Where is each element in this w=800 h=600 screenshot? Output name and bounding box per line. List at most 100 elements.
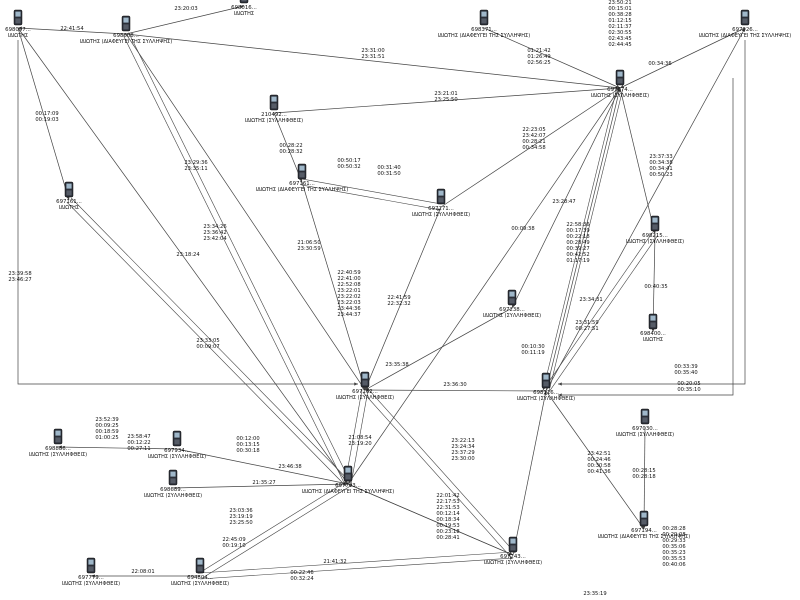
phone-node[interactable]: 697703...ΙΔΙΩΤΗΣ (ΔΙΑΦΕΥΓΕΙ ΤΗΣ ΣΥΛΛΗΨΗΣ… — [302, 465, 394, 495]
node-caption: ΙΔΙΩΤΗΣ — [643, 337, 663, 343]
node-number: 697703... — [335, 483, 361, 489]
node-number: 698689... — [160, 487, 186, 493]
mobile-phone-icon — [121, 15, 131, 32]
phone-node[interactable]: 697161...ΙΔΙΩΤΗΣ (ΔΙΑΦΕΥΓΕΙ ΤΗΣ ΣΥΛΛΗΨΗΣ… — [256, 163, 348, 193]
call-edge — [364, 206, 442, 391]
node-number: 697030... — [632, 426, 658, 432]
phone-node[interactable]: 698016...ΙΔΙΩΤΗΣ — [231, 0, 257, 17]
node-number: 697926... — [732, 27, 758, 33]
node-caption: ΙΔΙΩΤΗΣ (ΔΙΑΦΕΥΓΕΙ ΤΗΣ ΣΥΛΛΗΨΗΣ) — [302, 489, 394, 495]
node-caption: ΙΔΙΩΤΗΣ (ΔΙΑΦΕΥΓΕΙ ΤΗΣ ΣΥΛΛΗΨΗΣ) — [438, 33, 530, 39]
mobile-phone-icon — [269, 94, 279, 111]
phone-node[interactable]: 698097...ΙΔΙΩΤΗΣ — [5, 9, 31, 39]
mobile-phone-icon — [479, 9, 489, 26]
call-edge — [511, 87, 621, 309]
phone-node[interactable]: 697030...ΙΔΙΩΤΗΣ (ΣΥΛΛΗΦΘΕΙΣ) — [616, 408, 674, 438]
mobile-phone-icon — [639, 510, 649, 527]
mobile-phone-icon — [53, 428, 63, 445]
call-edge — [440, 87, 621, 208]
mobile-phone-icon — [64, 181, 74, 198]
node-number: 694804... — [187, 575, 213, 581]
phone-node[interactable]: 698689...ΙΔΙΩΤΗΣ (ΣΥΛΛΗΦΘΕΙΣ) — [144, 469, 202, 499]
node-number: 697934... — [164, 448, 190, 454]
node-caption: ΙΔΙΩΤΗΣ (ΣΥΛΛΗΦΘΕΙΣ) — [29, 452, 87, 458]
mobile-phone-icon — [615, 69, 625, 86]
node-caption: ΙΔΙΩΤΗΣ (ΣΥΛΛΗΦΘΕΙΣ) — [626, 239, 684, 245]
node-caption: ΙΔΙΩΤΗΣ (ΔΙΑΦΕΥΓΕΙ ΤΗΣ ΣΥΛΛΗΨΗΣ) — [80, 39, 172, 45]
phone-node[interactable]: 698116...ΙΔΙΩΤΗΣ (ΣΥΛΛΗΦΘΕΙΣ) — [517, 372, 575, 402]
phone-node[interactable]: 698400...ΙΔΙΩΤΗΣ — [640, 313, 666, 343]
phone-node[interactable]: 697161...ΙΔΙΩΤΗΣ — [56, 181, 82, 211]
node-caption: ΙΔΙΩΤΗΣ (ΔΙΑΦΕΥΓΕΙ ΤΗΣ ΣΥΛΛΗΨΗΣ) — [699, 33, 791, 39]
mobile-phone-icon — [86, 557, 96, 574]
phone-node[interactable]: 698886...ΙΔΙΩΤΗΣ (ΣΥΛΛΗΦΘΕΙΣ) — [29, 428, 87, 458]
node-caption: ΙΔΙΩΤΗΣ (ΣΥΛΛΗΦΘΕΙΣ) — [62, 581, 120, 587]
mobile-phone-icon — [297, 163, 307, 180]
phone-node[interactable]: 698371...ΙΔΙΩΤΗΣ (ΔΙΑΦΕΥΓΕΙ ΤΗΣ ΣΥΛΛΗΨΗΣ… — [438, 9, 530, 39]
phone-node[interactable]: 697243...ΙΔΙΩΤΗΣ (ΣΥΛΛΗΦΘΕΙΣ) — [484, 536, 542, 566]
phone-node[interactable]: 697194...ΙΔΙΩΤΗΣ (ΔΙΑΦΕΥΓΕΙ ΤΗΣ ΣΥΛΛΗΨΗΣ… — [598, 510, 690, 540]
call-edge — [347, 87, 621, 485]
phone-node[interactable]: 697674...ΙΔΙΩΤΗΣ (ΣΥΛΛΗΦΘΕΙΣ) — [591, 69, 649, 99]
call-edge — [176, 448, 349, 485]
phone-node[interactable]: 697926...ΙΔΙΩΤΗΣ (ΔΙΑΦΕΥΓΕΙ ΤΗΣ ΣΥΛΛΗΨΗΣ… — [699, 9, 791, 39]
phone-node[interactable]: 210492...ΙΔΙΩΤΗΣ (ΣΥΛΛΗΦΘΕΙΣ) — [245, 94, 303, 124]
call-time-label: 23:46:38 — [278, 464, 301, 470]
call-edge — [17, 26, 127, 35]
node-number: 698097... — [5, 27, 31, 33]
call-edge — [123, 35, 346, 486]
call-time-label: 23:34:31 — [579, 297, 602, 303]
call-edge — [619, 27, 746, 89]
phone-node[interactable]: 697779...ΙΔΙΩΤΗΣ (ΣΥΛΛΗΦΘΕΙΣ) — [62, 557, 120, 587]
call-edge — [200, 556, 514, 580]
node-caption: ΙΔΙΩΤΗΣ (ΔΙΑΦΕΥΓΕΙ ΤΗΣ ΣΥΛΛΗΨΗΣ) — [598, 534, 690, 540]
call-edge — [273, 112, 303, 183]
mobile-phone-icon — [650, 215, 660, 232]
call-edge — [512, 390, 547, 556]
phone-node[interactable]: 697162...ΙΔΙΩΤΗΣ (ΣΥΛΛΗΦΘΕΙΣ) — [336, 371, 394, 401]
phone-node[interactable]: 694804...ΙΔΙΩΤΗΣ (ΣΥΛΛΗΦΘΕΙΣ) — [171, 557, 229, 587]
call-edge — [548, 88, 624, 392]
phone-node[interactable]: 697238...ΙΔΙΩΤΗΣ (ΣΥΛΛΗΦΘΕΙΣ) — [483, 289, 541, 319]
node-number: 698215... — [642, 233, 668, 239]
phone-node[interactable]: 698608...ΙΔΙΩΤΗΣ (ΔΙΑΦΕΥΓΕΙ ΤΗΣ ΣΥΛΛΗΨΗΣ… — [80, 15, 172, 45]
node-number: 697674... — [607, 87, 633, 93]
node-number: 698886... — [45, 446, 71, 452]
phone-node[interactable]: 697934...ΙΔΙΩΤΗΣ (ΣΥΛΛΗΦΘΕΙΣ) — [148, 430, 206, 460]
call-edge — [545, 87, 621, 392]
call-edge — [542, 87, 618, 391]
node-number: 697271... — [428, 206, 454, 212]
call-edge — [301, 181, 366, 391]
node-caption: ΙΔΙΩΤΗΣ — [234, 11, 254, 17]
call-edge — [619, 87, 656, 235]
phone-node[interactable]: 698215...ΙΔΙΩΤΗΣ (ΣΥΛΛΗΦΘΕΙΣ) — [626, 215, 684, 245]
mobile-phone-icon — [740, 9, 750, 26]
mobile-phone-icon — [508, 536, 518, 553]
call-edge — [347, 483, 514, 556]
call-time-label: 22:08:01 — [131, 569, 154, 575]
node-caption: ΙΔΙΩΤΗΣ (ΣΥΛΛΗΦΘΕΙΣ) — [171, 581, 229, 587]
phone-node[interactable]: 697271...ΙΔΙΩΤΗΣ (ΣΥΛΛΗΦΘΕΙΣ) — [412, 188, 470, 218]
call-time-label: 23:36:30 — [443, 382, 466, 388]
node-caption: ΙΔΙΩΤΗΣ (ΣΥΛΛΗΦΘΕΙΣ) — [336, 395, 394, 401]
frame-edge — [558, 40, 746, 386]
call-edge — [125, 33, 621, 90]
mobile-phone-icon — [640, 408, 650, 425]
call-edge — [545, 390, 645, 530]
